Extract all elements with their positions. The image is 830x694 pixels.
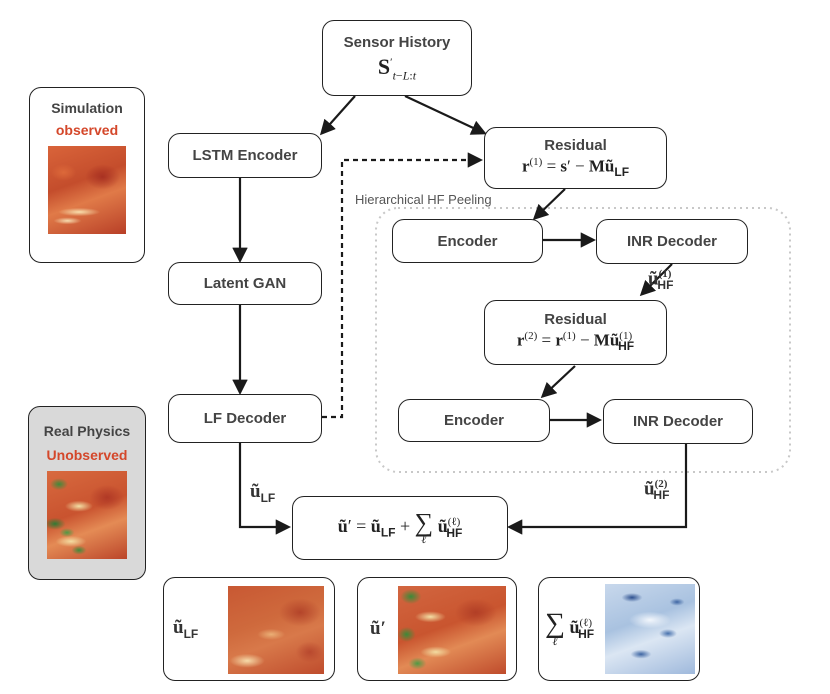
arrow-inr2-to-sum [506, 444, 688, 535]
lf-output-panel-label: ũLF [173, 617, 199, 641]
residual-1-label: Residual [544, 136, 607, 154]
sum-formula: ũ′ = ũLF + ∑ℓ ũ(ℓ)HF [337, 507, 463, 547]
real-physics-field-image [47, 471, 127, 559]
encoder-1-node: Encoder [392, 219, 543, 263]
sensor-history-formula: S′t−L:t [377, 53, 417, 83]
simulation-status: observed [55, 122, 119, 138]
encoder-2-label: Encoder [443, 412, 504, 429]
lf-decoder-node: LF Decoder [168, 394, 322, 443]
reconstruction-output-label: ũ′ [370, 618, 386, 639]
arrow-residual-to-encoder [532, 188, 566, 221]
hf-peeling-label: Hierarchical HF Peeling [355, 192, 492, 207]
residual-2-label: Residual [544, 311, 607, 329]
simulation-field-image [48, 146, 126, 234]
real-physics-status: Unobserved [46, 447, 128, 463]
lstm-encoder-node: LSTM Encoder [168, 133, 322, 178]
reconstruction-output-panel: ũ′ [357, 577, 517, 681]
residual-2-formula: r(2) = r(1) − Mũ(1)HF [516, 330, 635, 354]
encoder-2-node: Encoder [398, 399, 550, 442]
hf-2-output-label: ũ(2)HF [644, 478, 670, 503]
hf-sum-field-image [605, 584, 695, 674]
arrow-lf-dashed-to-residual [322, 152, 484, 419]
real-physics-panel: Real Physics Unobserved [28, 406, 146, 580]
residual-2-node: Residual r(2) = r(1) − Mũ(1)HF [484, 300, 667, 365]
latent-gan-label: Latent GAN [203, 275, 287, 292]
lf-decoder-label: LF Decoder [203, 410, 287, 427]
encoder-1-label: Encoder [437, 232, 498, 250]
reconstruction-field-image [398, 586, 506, 674]
sensor-history-node: Sensor History S′t−L:t [322, 20, 472, 96]
lf-output-label: ũLF [250, 481, 276, 505]
residual-1-formula: r(1) = s′ − MũLF [521, 155, 630, 179]
arrow-residual2-to-encoder2 [540, 365, 576, 399]
arrow-sensor-to-residual [404, 95, 487, 135]
real-physics-title: Real Physics [43, 423, 131, 439]
residual-1-node: Residual r(1) = s′ − MũLF [484, 127, 667, 189]
sensor-history-label: Sensor History [343, 33, 451, 51]
inr-decoder-1-node: INR Decoder [596, 219, 748, 264]
inr-decoder-2-label: INR Decoder [632, 413, 724, 430]
inr-decoder-2-node: INR Decoder [603, 399, 753, 444]
lf-field-image [228, 586, 324, 674]
simulation-title: Simulation [51, 100, 123, 116]
inr-decoder-1-label: INR Decoder [626, 233, 718, 250]
sum-node: ũ′ = ũLF + ∑ℓ ũ(ℓ)HF [292, 496, 508, 560]
arrow-lf-to-sum [238, 443, 292, 535]
latent-gan-node: Latent GAN [168, 262, 322, 305]
simulation-panel: Simulation observed [29, 87, 145, 263]
arrow-inr-to-residual [639, 263, 673, 297]
lf-output-panel: ũLF [163, 577, 335, 681]
lstm-encoder-label: LSTM Encoder [192, 147, 298, 164]
hf-1-output-label: ũ(1)HF [648, 268, 674, 293]
hf-sum-output-label: ∑ℓ ũ(ℓ)HF [545, 608, 595, 649]
arrow-sensor-to-lstm [319, 95, 356, 136]
hf-sum-output-panel: ∑ℓ ũ(ℓ)HF [538, 577, 700, 681]
